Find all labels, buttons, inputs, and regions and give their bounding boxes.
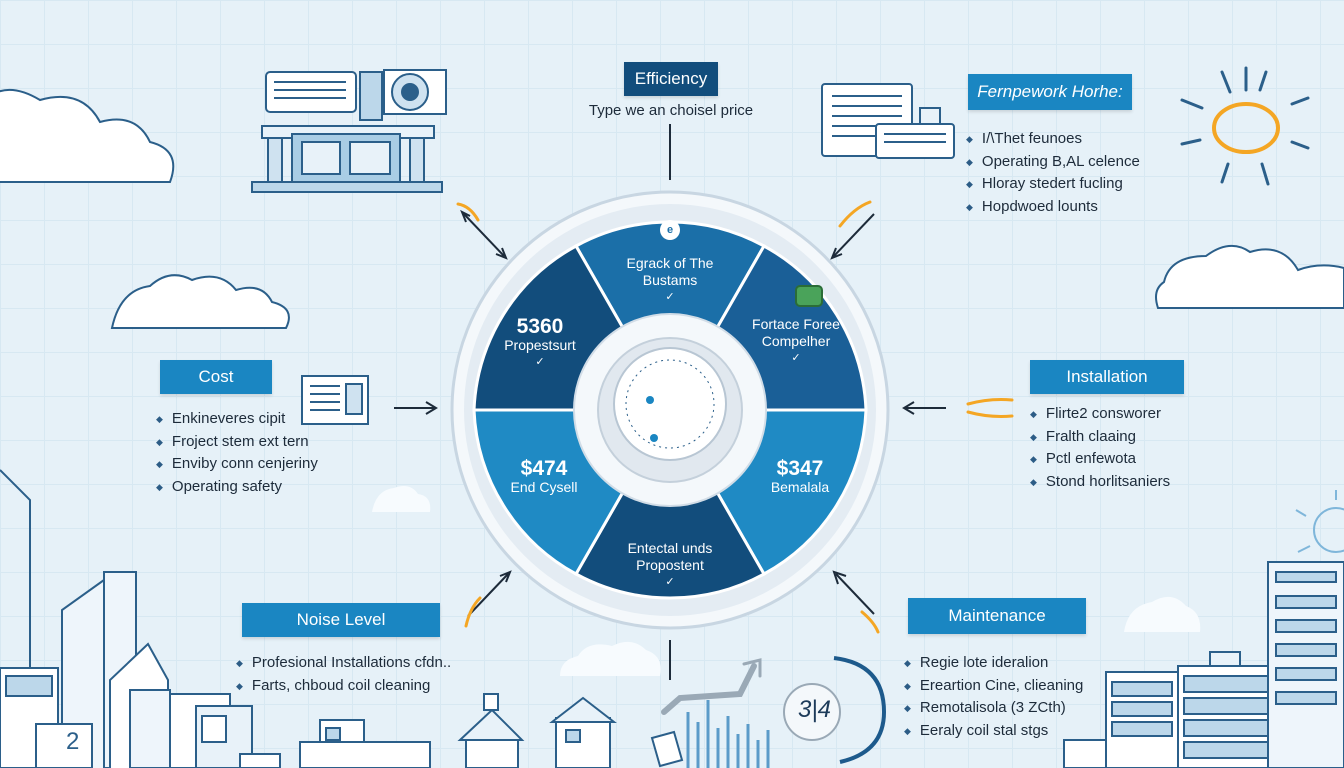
cloud-small-center (372, 486, 1201, 676)
bullet-icon: ◆ (156, 414, 163, 424)
segment-lower-right-text: $347 Bemalala (770, 457, 830, 495)
list-item: ◆Remotalisola (3 ZCth) (904, 697, 1083, 720)
maintenance-list: ◆Regie lote ideralion ◆Ereartion Cine, c… (904, 652, 1083, 742)
segment-top-text: e Egrack of The Bustams ✓ (600, 222, 740, 306)
building-number: 2 (66, 728, 80, 755)
list-item: ◆Eeraly coil stal stgs (904, 720, 1083, 743)
efficiency-subtitle: Type we an choisel price (588, 102, 754, 119)
clipboard-icon (650, 730, 684, 768)
cost-label: Cost (160, 360, 272, 394)
bullet-icon: ◆ (236, 658, 243, 668)
list-item: ◆Stond horlitsaniers (1030, 471, 1170, 494)
check-icon: ✓ (665, 291, 675, 303)
control-panel-icon (301, 375, 369, 425)
wall-ac-illustration (821, 83, 955, 159)
central-wheel (450, 190, 890, 630)
bullet-icon: ◆ (156, 459, 163, 469)
bullet-icon: ◆ (1030, 409, 1037, 419)
info-icon: e (666, 224, 674, 236)
installation-label: Installation (1030, 360, 1184, 394)
framework-list: ◆I/\Thet feunoes ◆Operating B,AL celence… (966, 128, 1140, 218)
noise-level-label: Noise Level (242, 603, 440, 637)
maintenance-label: Maintenance (908, 598, 1086, 634)
check-icon: ✓ (665, 576, 675, 588)
cloud-left (0, 89, 175, 183)
list-item: ◆Enviby conn cenjeriny (156, 453, 318, 476)
list-item: ◆Hopdwoed lounts (966, 196, 1140, 219)
list-item: ◆Operating safety (156, 476, 318, 499)
bullet-icon: ◆ (966, 179, 973, 189)
check-icon: ✓ (535, 356, 545, 368)
dial-digits: 3|4 (798, 696, 831, 723)
thermostat-dial-icon (613, 347, 727, 461)
bullet-icon: ◆ (156, 481, 163, 492)
bullet-icon: ◆ (904, 658, 911, 668)
sun-icon (1180, 66, 1310, 186)
trend-arrow-icon (661, 658, 762, 715)
list-item: ◆Flirte2 consworer (1030, 403, 1170, 426)
cloud-right (1155, 245, 1344, 309)
list-item: ◆Froject stem ext tern (156, 431, 318, 454)
bullet-icon: ◆ (904, 703, 911, 713)
bullet-icon: ◆ (966, 156, 973, 167)
list-item: ◆Hloray stedert fucling (966, 173, 1140, 196)
accent-swooshes (456, 200, 1014, 634)
cost-list: ◆Enkineveres cipit ◆Froject stem ext ter… (156, 408, 318, 498)
bullet-icon: ◆ (236, 680, 243, 691)
bar-chart-illustration (686, 700, 770, 768)
list-item: ◆Regie lote ideralion (904, 652, 1083, 675)
list-item: ◆Ereartion Cine, clieaning (904, 675, 1083, 698)
installation-list: ◆Flirte2 consworer ◆Fralth claaing ◆Pctl… (1030, 403, 1170, 493)
bullet-icon: ◆ (966, 134, 973, 144)
noise-list: ◆Profesional Installations cfdn.. ◆Farts… (236, 652, 451, 697)
list-item: ◆Enkineveres cipit (156, 408, 318, 431)
segment-bottom-text: Entectal unds Propostent ✓ (600, 540, 740, 591)
hvac-unit-illustration (251, 69, 447, 193)
houses-center (299, 693, 617, 768)
money-icon (795, 285, 823, 307)
list-item: ◆I/\Thet feunoes (966, 128, 1140, 151)
bullet-icon: ◆ (966, 201, 973, 212)
connector-arrows (394, 124, 946, 680)
list-item: ◆Operating B,AL celence (966, 151, 1140, 174)
gauge-dial-icon (783, 656, 887, 764)
segment-upper-left-text: 5360 Propestsurt ✓ (490, 316, 590, 371)
check-icon: ✓ (791, 352, 801, 364)
bullet-icon: ◆ (1030, 454, 1037, 464)
bullet-icon: ◆ (1030, 476, 1037, 487)
segment-lower-left-text: $474 End Cysell (510, 457, 578, 495)
list-item: ◆Pctl enfewota (1030, 448, 1170, 471)
bullet-icon: ◆ (904, 725, 911, 736)
efficiency-label: Efficiency (624, 62, 718, 96)
list-item: ◆Fralth claaing (1030, 426, 1170, 449)
list-item: ◆Farts, chboud coil cleaning (236, 675, 451, 698)
sun-icon-small (1295, 490, 1344, 553)
bullet-icon: ◆ (904, 680, 911, 691)
framework-label: Fernpework Horhe: (968, 74, 1132, 110)
bullet-icon: ◆ (156, 436, 163, 447)
city-skyline-left (0, 469, 281, 768)
segment-upper-right-text: Fortace Foree Compelher ✓ (736, 316, 856, 367)
bullet-icon: ◆ (1030, 431, 1037, 442)
city-skyline-right (1063, 561, 1344, 768)
list-item: ◆Profesional Installations cfdn.. (236, 652, 451, 675)
cloud-mid-left (110, 274, 290, 329)
